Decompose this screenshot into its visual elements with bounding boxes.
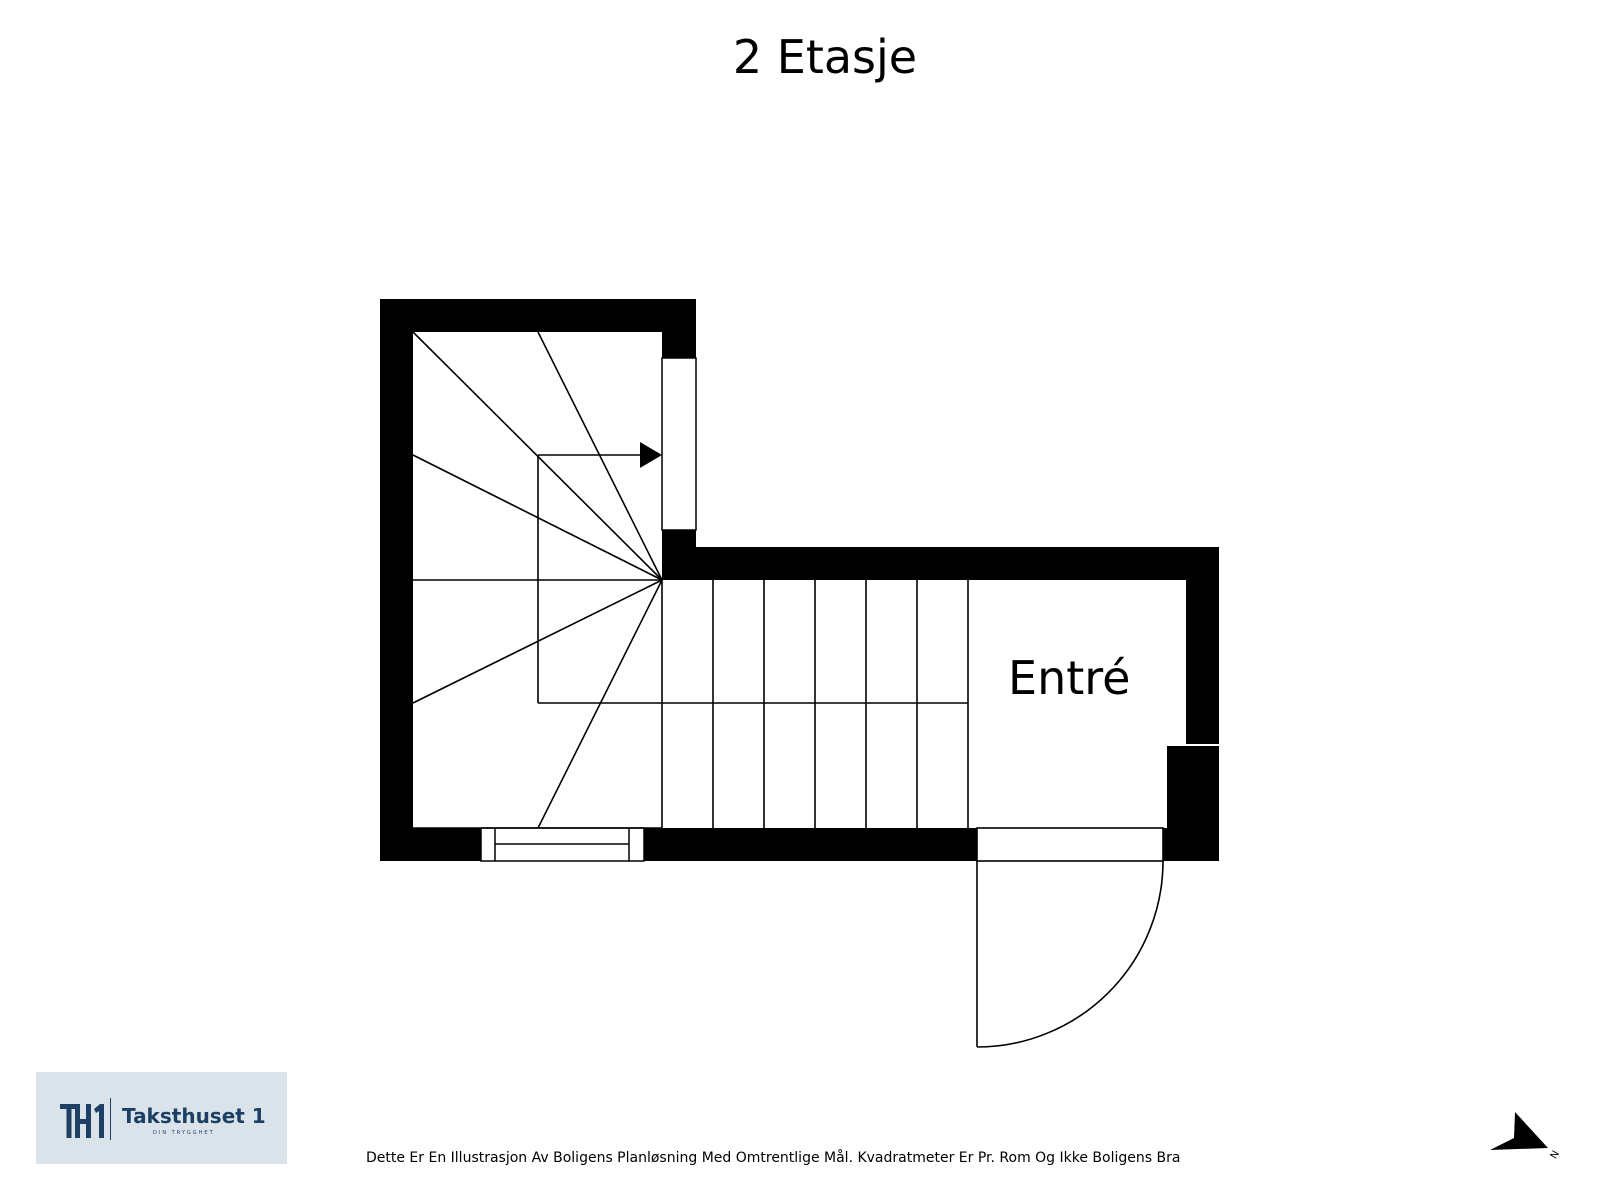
north-arrow-icon: N: [1490, 1112, 1562, 1161]
stair-winder-line: [537, 579, 663, 829]
door-threshold: [976, 827, 1164, 862]
wall-right: [1186, 547, 1219, 744]
door-swing-arc: [976, 860, 1164, 1048]
logo-divider: [110, 1098, 111, 1140]
wall-right-upper-a: [662, 299, 696, 358]
stair-winder-line: [537, 331, 663, 581]
window-east: [661, 357, 697, 531]
logo-brand-name: Taksthuset 1: [122, 1104, 266, 1128]
wall-bottom-a: [380, 828, 481, 861]
wall-bottom-c: [1163, 828, 1219, 861]
stair-direction-arrow-icon: [640, 442, 662, 468]
walls: [380, 299, 1219, 861]
logo-tagline: DIN TRYGGHET: [153, 1130, 215, 1136]
th-monogram-icon: [60, 1104, 104, 1138]
disclaimer-text: Dette Er En Illustrasjon Av Boligens Pla…: [366, 1150, 1181, 1166]
floor-title: 2 Etasje: [732, 30, 918, 84]
wall-top-right: [662, 547, 1219, 580]
room-label-entre: Entré: [1008, 651, 1131, 705]
stair-winders: [412, 331, 968, 829]
windows: [480, 357, 697, 862]
compass-label: N: [1549, 1149, 1562, 1161]
wall-left: [380, 299, 413, 861]
wall-bottom-b: [644, 828, 977, 861]
stair-treads: [712, 580, 969, 828]
wall-top-left: [380, 299, 696, 332]
company-logo: Taksthuset 1 DIN TRYGGHET: [36, 1072, 287, 1164]
entrance-door: [976, 827, 1164, 1048]
